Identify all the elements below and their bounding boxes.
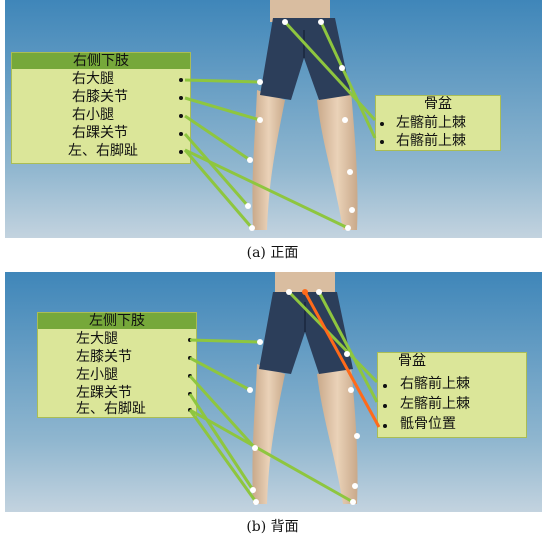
left-lower-limb-box: 左侧下肢 左大腿 左膝关节 左小腿 左踝关节 左、右脚趾 — [37, 312, 197, 418]
label-right-asis: 右髂前上棘 — [400, 376, 470, 392]
label-toes: 左、右脚趾 — [76, 401, 146, 417]
right-lower-limb-box: 右侧下肢 右大腿 右膝关节 右小腿 右踝关节 左、右脚趾 — [11, 52, 191, 164]
caption-back: (b) 背面 — [246, 519, 299, 535]
marker-dot — [348, 387, 354, 393]
label-left-shank: 左小腿 — [76, 367, 118, 383]
bullet — [179, 150, 183, 154]
marker-dot — [347, 169, 353, 175]
marker-dot — [257, 339, 263, 345]
label-right-shank: 右小腿 — [72, 107, 114, 123]
bullet — [383, 424, 387, 428]
pelvis-title-back: 骨盆 — [398, 353, 426, 369]
label-left-thigh: 左大腿 — [76, 331, 118, 347]
label-left-asis: 左髂前上棘 — [400, 396, 470, 412]
pelvis-box-front: 骨盆 左髂前上棘 右髂前上棘 — [375, 95, 501, 151]
marker-dot — [245, 203, 251, 209]
right-lower-limb-title: 右侧下肢 — [12, 53, 190, 69]
marker-dot — [253, 499, 259, 505]
bullet — [380, 122, 384, 126]
label-right-knee: 右膝关节 — [72, 89, 128, 105]
bullet — [179, 132, 183, 136]
bullet — [179, 96, 183, 100]
marker-dot — [257, 117, 263, 123]
marker-dot — [354, 433, 360, 439]
marker-dot — [252, 445, 258, 451]
label-left-asis: 左髂前上棘 — [396, 115, 466, 131]
bullet — [383, 404, 387, 408]
connector-lines-front — [183, 19, 377, 231]
marker-dot — [352, 483, 358, 489]
label-right-thigh: 右大腿 — [72, 71, 114, 87]
back-view-panel: 左侧下肢 左大腿 左膝关节 左小腿 左踝关节 左、右脚趾 骨盆 右髂前上棘 左髂… — [5, 272, 542, 512]
sacrum-marker-dot — [302, 289, 308, 295]
sacrum-connector — [303, 291, 381, 428]
marker-dot — [342, 117, 348, 123]
marker-dot — [249, 225, 255, 231]
marker-dot — [350, 499, 356, 505]
connector-lines-back — [188, 289, 381, 505]
marker-dot — [250, 487, 256, 493]
marker-dot — [344, 351, 350, 357]
caption-front: (a) 正面 — [246, 245, 299, 261]
marker-dot — [339, 65, 345, 71]
marker-dot — [257, 79, 263, 85]
marker-dot — [318, 19, 324, 25]
label-toes: 左、右脚趾 — [68, 143, 138, 159]
marker-dot — [345, 225, 351, 231]
front-view-panel: 右侧下肢 右大腿 右膝关节 右小腿 右踝关节 左、右脚趾 骨盆 左髂前上棘 右髂… — [5, 0, 542, 238]
left-lower-limb-title: 左侧下肢 — [38, 313, 196, 329]
marker-dot — [247, 157, 253, 163]
marker-dot — [286, 289, 292, 295]
bullet — [380, 140, 384, 144]
bullet — [179, 78, 183, 82]
label-left-knee: 左膝关节 — [76, 349, 132, 365]
label-right-asis: 右髂前上棘 — [396, 133, 466, 149]
marker-dot — [247, 387, 253, 393]
label-left-ankle: 左踝关节 — [76, 385, 132, 401]
bullet — [179, 114, 183, 118]
pelvis-box-back: 骨盆 右髂前上棘 左髂前上棘 骶骨位置 — [377, 352, 527, 438]
marker-dot — [282, 19, 288, 25]
label-right-ankle: 右踝关节 — [72, 125, 128, 141]
label-sacrum: 骶骨位置 — [400, 416, 456, 432]
pelvis-title-front: 骨盆 — [424, 96, 452, 112]
marker-dot — [316, 289, 322, 295]
bullet — [383, 384, 387, 388]
marker-dot — [349, 207, 355, 213]
